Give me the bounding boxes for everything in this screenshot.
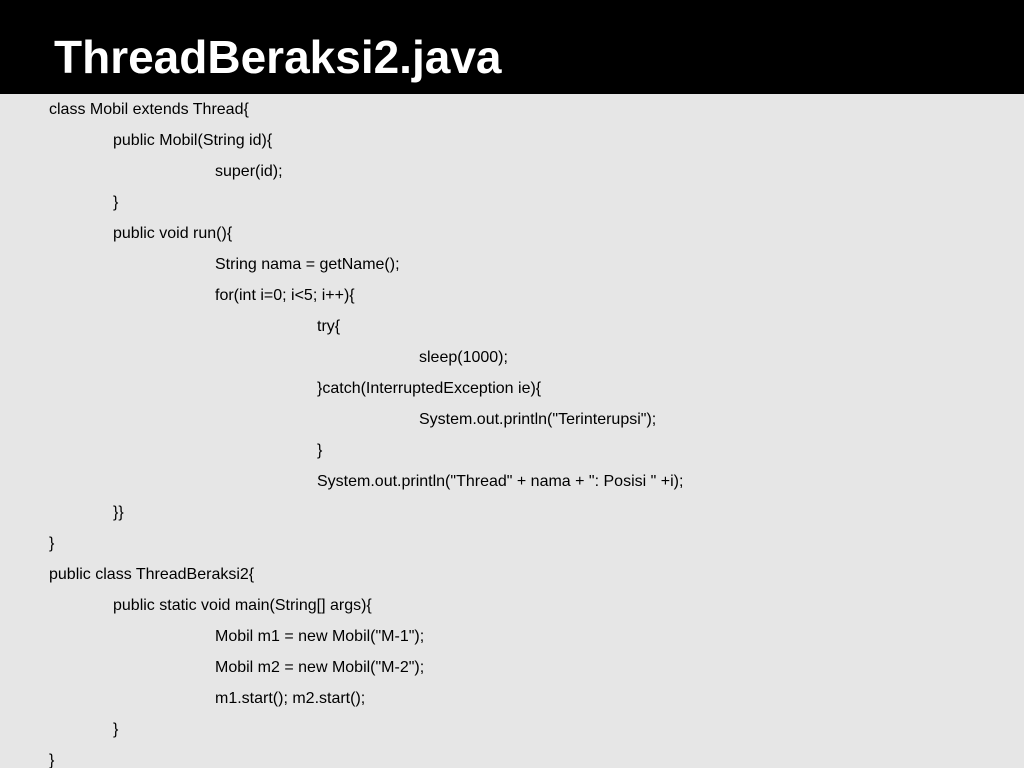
code-line: for(int i=0; i<5; i++){ <box>215 287 355 304</box>
code-line: String nama = getName(); <box>215 256 400 273</box>
code-line: }} <box>113 504 124 521</box>
code-line: public static void main(String[] args){ <box>113 597 372 614</box>
code-line: } <box>317 442 323 459</box>
code-line: try{ <box>317 318 341 335</box>
code-line: }catch(InterruptedException ie){ <box>317 380 542 397</box>
code-line: public void run(){ <box>113 225 233 242</box>
code-line: System.out.println("Thread" + nama + ": … <box>317 473 684 490</box>
code-line: public Mobil(String id){ <box>113 132 273 149</box>
code-line: public class ThreadBeraksi2{ <box>49 566 255 583</box>
code-line: } <box>49 752 55 768</box>
code-block: class Mobil extends Thread{ public Mobil(… <box>0 94 1024 768</box>
title-bar: ThreadBeraksi2.java <box>0 0 1024 94</box>
code-line: Mobil m2 = new Mobil("M-2"); <box>215 659 425 676</box>
code-line: } <box>113 721 119 738</box>
code-line: sleep(1000); <box>419 349 508 366</box>
slide-title: ThreadBeraksi2.java <box>54 31 502 83</box>
code-line: System.out.println("Terinterupsi"); <box>419 411 657 428</box>
code-line: } <box>49 535 55 552</box>
code-line: } <box>113 194 119 211</box>
code-line: class Mobil extends Thread{ <box>49 101 249 118</box>
code-line: Mobil m1 = new Mobil("M-1"); <box>215 628 425 645</box>
code-line: super(id); <box>215 163 283 180</box>
code-line: m1.start(); m2.start(); <box>215 690 366 707</box>
